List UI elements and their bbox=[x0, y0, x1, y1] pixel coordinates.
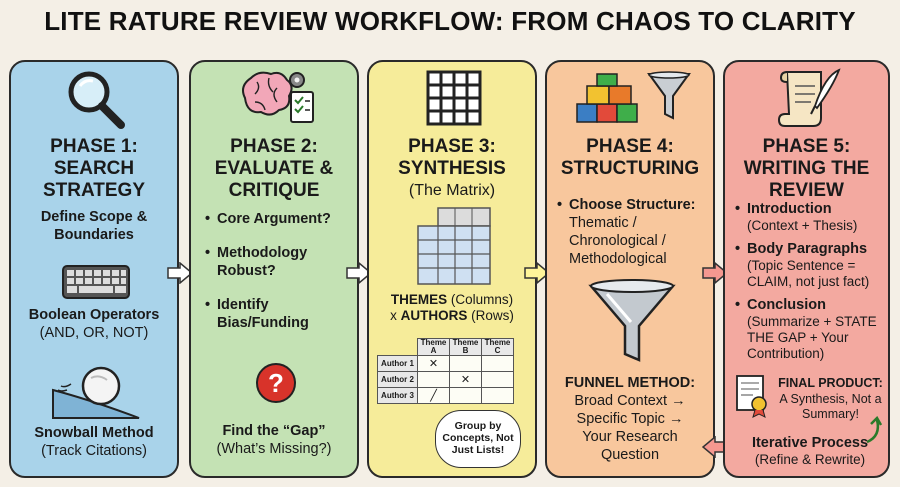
snowball-icon bbox=[52, 366, 140, 419]
find-gap-sub: (What’s Missing?) bbox=[216, 441, 332, 457]
funnel-method-title: FUNNEL METHOD: bbox=[564, 375, 696, 391]
matrix-table: Theme A Theme B Theme C Author 1 ✕ Autho… bbox=[377, 338, 514, 404]
scroll-quill-icon bbox=[777, 68, 841, 127]
funnel-line: Your Research bbox=[582, 429, 678, 445]
phase-3-panel: PHASE 3: SYNTHESIS (The Matrix) THEMES (… bbox=[367, 60, 537, 478]
structure-list: Choose Structure: Thematic / Chronologic… bbox=[557, 196, 712, 268]
table-row: Author 1 ✕ bbox=[377, 355, 514, 372]
snowball-method-sub: (Track Citations) bbox=[41, 443, 147, 459]
themes-label: THEMES (Columns) bbox=[390, 292, 514, 307]
question-mark-icon: ? bbox=[256, 363, 296, 403]
list-item: Choose Structure: Thematic / Chronologic… bbox=[557, 196, 712, 268]
funnel-line: Question bbox=[600, 447, 660, 463]
list-item: Methodology Robust? bbox=[205, 244, 355, 280]
arrow-right-icon bbox=[167, 262, 193, 284]
list-item: Core Argument? bbox=[205, 210, 355, 228]
authors-label: x AUTHORS (Rows) bbox=[390, 308, 514, 323]
phase-5-panel: PHASE 5: WRITING THE REVIEW Introduction… bbox=[723, 60, 890, 478]
arrow-right-icon bbox=[346, 262, 372, 284]
phase-4-panel: PHASE 4: STRUCTURING Choose Structure: T… bbox=[545, 60, 715, 478]
final-product-title: FINAL PRODUCT: bbox=[778, 376, 883, 390]
funnel-icon bbox=[588, 279, 676, 362]
phase-2-panel: PHASE 2: EVALUATE & CRITIQUE Core Argume… bbox=[189, 60, 359, 478]
list-item: Conclusion (Summarize + STATE THE GAP + … bbox=[735, 296, 887, 362]
stacked-table-icon bbox=[417, 207, 491, 285]
funnel-small-icon bbox=[647, 71, 691, 120]
snowball-method-title: Snowball Method bbox=[34, 425, 154, 441]
list-item: Body Paragraphs (Topic Sentence = CLAIM,… bbox=[735, 240, 887, 290]
curved-arrow-icon bbox=[866, 416, 883, 444]
diagram-title: LITE RATURE REVIEW WORKFLOW: FROM CHAOS … bbox=[44, 6, 856, 36]
table-row: Author 2 ✕ bbox=[377, 371, 514, 388]
funnel-line: Broad Context → bbox=[574, 393, 686, 409]
building-blocks-icon bbox=[576, 73, 638, 123]
boolean-operators-sub: (AND, OR, NOT) bbox=[39, 325, 149, 341]
iterative-process-sub: (Refine & Rewrite) bbox=[754, 452, 866, 467]
phase-4-heading: PHASE 4: STRUCTURING bbox=[560, 136, 700, 179]
table-row: Author 3 ╱ bbox=[377, 387, 514, 404]
writing-list: Introduction (Context + Thesis) Body Par… bbox=[735, 200, 887, 362]
svg-text:?: ? bbox=[268, 368, 284, 398]
phase-2-heading: PHASE 2: EVALUATE & CRITIQUE bbox=[214, 136, 334, 201]
phase-3-heading: PHASE 3: SYNTHESIS (The Matrix) bbox=[398, 136, 506, 199]
table-header: Theme C bbox=[481, 338, 514, 356]
keyboard-icon bbox=[62, 265, 130, 299]
phase-1-panel: PHASE 1: SEARCH STRATEGY Define Scope & … bbox=[9, 60, 179, 478]
arrow-right-icon bbox=[524, 262, 550, 284]
brain-gear-checklist-icon bbox=[242, 71, 314, 123]
boolean-operators-title: Boolean Operators bbox=[28, 307, 160, 323]
list-item: Introduction (Context + Thesis) bbox=[735, 200, 887, 234]
speech-bubble: Group by Concepts, Not Just Lists! bbox=[435, 410, 521, 468]
phase-5-heading: PHASE 5: WRITING THE REVIEW bbox=[743, 136, 870, 201]
magnifying-glass-icon bbox=[68, 71, 125, 129]
funnel-line: Specific Topic → bbox=[576, 411, 684, 427]
phase-1-heading: PHASE 1: SEARCH STRATEGY bbox=[42, 136, 146, 201]
find-gap-title: Find the “Gap” bbox=[222, 423, 326, 439]
define-scope-text: Define Scope & Boundaries bbox=[40, 209, 148, 243]
table-header: Theme A bbox=[417, 338, 450, 356]
evaluation-list: Core Argument? Methodology Robust? Ident… bbox=[205, 210, 355, 332]
document-ribbon-icon bbox=[736, 375, 767, 418]
grid-matrix-icon bbox=[426, 70, 482, 126]
arrow-right-icon bbox=[702, 262, 728, 284]
iterative-process-title: Iterative Process bbox=[751, 435, 869, 451]
table-header: Theme B bbox=[449, 338, 482, 356]
list-item: Identify Bias/Funding bbox=[205, 296, 355, 332]
final-product-sub: A Synthesis, Not a Summary! bbox=[779, 392, 882, 421]
